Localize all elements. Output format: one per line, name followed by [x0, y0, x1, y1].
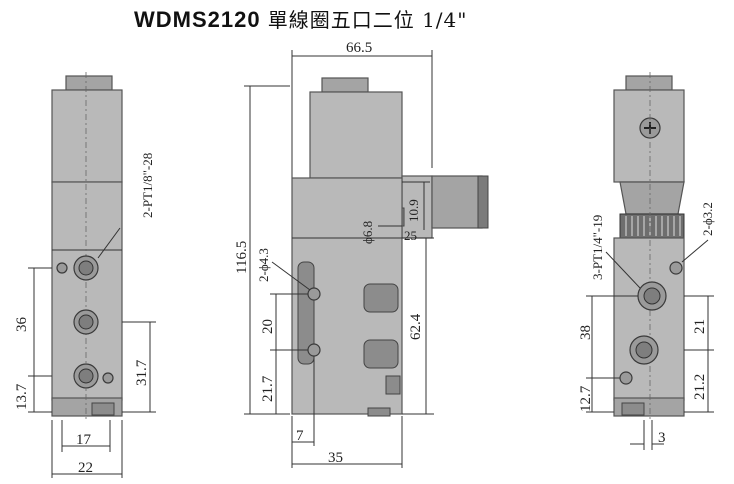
- side-dim-66-5: 66.5: [346, 40, 372, 56]
- front-base-slot: [91, 402, 115, 416]
- back-dim-21-2: 21.2: [692, 374, 708, 400]
- side-view: 66.5 116.5 20 21.7 2-ϕ4.3: [234, 40, 489, 468]
- side-dim-62-4: 62.4: [408, 313, 424, 340]
- side-dim-10-9: 10.9: [406, 199, 421, 222]
- front-coil-block: [51, 89, 123, 183]
- side-dim-7: 7: [296, 428, 304, 444]
- side-dim-20: 20: [260, 319, 276, 334]
- front-dim-17: 17: [76, 432, 92, 448]
- side-dim-35: 35: [328, 450, 343, 466]
- side-top-nut: [321, 77, 369, 93]
- back-connector-grill: [619, 213, 685, 239]
- back-view: 3-PT1/4"-19 2-ϕ3.2 38 12.7 21 21.2 3: [578, 72, 715, 450]
- back-mount-hole-top: [669, 261, 683, 275]
- front-mount-hole-bottom: [102, 372, 114, 384]
- model-description: 單線圈五口二位 1/4": [267, 8, 468, 32]
- front-dim-13-7: 13.7: [14, 383, 30, 410]
- side-internal-slot-left: [297, 261, 315, 365]
- side-mount-holes-label: 2-ϕ4.3: [256, 248, 271, 282]
- front-top-nut: [65, 75, 113, 91]
- back-top-nut: [625, 75, 673, 91]
- side-coil-block: [309, 91, 403, 179]
- back-dim-3: 3: [658, 430, 666, 446]
- front-view: 2-PT1/8"-28 36 13.7 31.7 17 22: [14, 72, 156, 478]
- side-connector-plug: [431, 175, 483, 229]
- front-mount-hole-top: [56, 262, 68, 274]
- front-dim-22: 22: [78, 460, 93, 476]
- back-thread-label: 3-PT1/4"-19: [590, 215, 605, 280]
- diagram-title: WDMS2120 單線圈五口二位 1/4": [134, 4, 594, 34]
- back-dim-21: 21: [692, 319, 708, 334]
- side-dim-116-5: 116.5: [234, 241, 250, 274]
- model-label: WDMS2120: [134, 7, 261, 32]
- back-mount-hole-bottom: [619, 371, 633, 385]
- back-dim-38: 38: [578, 325, 594, 340]
- side-dim-25: 25: [404, 228, 417, 243]
- side-dim-21-7: 21.7: [260, 375, 276, 402]
- front-dim-36: 36: [14, 317, 30, 333]
- side-mount-hole-bottom: [307, 343, 321, 357]
- front-thread-label: 2-PT1/8"-28: [140, 153, 155, 218]
- back-dim-12-7: 12.7: [578, 385, 594, 412]
- back-connector-housing: [619, 181, 685, 215]
- side-dim-phi-6-8: ϕ6.8: [360, 221, 375, 244]
- front-dim-31-7: 31.7: [134, 359, 150, 386]
- back-holes-label: 2-ϕ3.2: [700, 202, 715, 236]
